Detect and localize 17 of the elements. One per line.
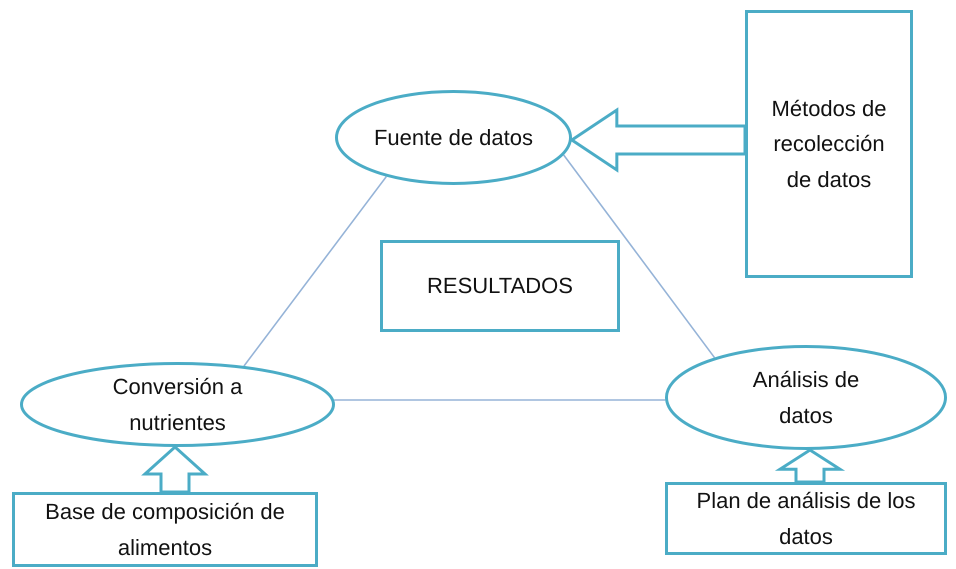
node-label: Métodos de recolección de datos xyxy=(770,95,888,194)
text-box xyxy=(12,492,318,567)
text-box xyxy=(380,240,620,332)
block-arrow xyxy=(141,444,209,494)
node-label: Base de composición de alimentos xyxy=(44,498,286,562)
text-box xyxy=(745,10,913,278)
connector-line xyxy=(243,176,387,366)
text-box xyxy=(665,482,947,555)
block-arrow xyxy=(774,448,846,484)
node-label: RESULTADOS xyxy=(427,272,573,300)
block-arrow xyxy=(569,107,746,173)
connector-line xyxy=(563,154,716,358)
node-label: Análisis de datos xyxy=(752,366,860,430)
node-label: Conversión a nutrientes xyxy=(112,373,244,436)
connector-line xyxy=(334,399,666,401)
node-label: Fuente de datos xyxy=(374,124,533,152)
node-label: Plan de análisis de los datos xyxy=(696,487,916,550)
